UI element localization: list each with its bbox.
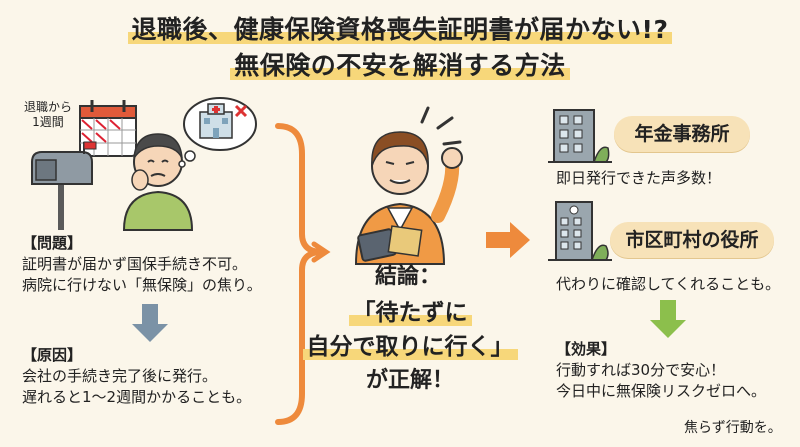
time-note: 退職から 1週間 <box>23 100 72 129</box>
page-subtitle: 無保険の不安を解消する方法 <box>0 46 800 82</box>
mailbox-icon <box>31 141 97 230</box>
building-icon <box>548 201 612 261</box>
conclusion-quote: 「待たずに 自分で取りに行く」 <box>300 296 520 364</box>
arrow-right-icon <box>486 222 530 258</box>
office2-note: 代わりに確認してくれることも。 <box>556 275 781 293</box>
page-title: 退職後、健康保険資格喪失証明書が届かない!? <box>0 10 800 46</box>
building-icon <box>548 109 612 163</box>
arrow-down-icon <box>132 304 168 342</box>
effect-label: 【効果】 <box>556 340 617 358</box>
footer-note: 焦らず行動を。 <box>684 420 782 436</box>
confident-woman-icon <box>354 106 463 265</box>
conclusion-label: 結論： <box>374 264 441 289</box>
bracket-shape <box>275 123 331 425</box>
problem-label: 【問題】 <box>22 234 83 252</box>
conclusion-ending: が正解！ <box>365 368 454 393</box>
worried-person-icon <box>122 133 194 231</box>
office-badge-pension: 年金事務所 <box>614 116 750 152</box>
problem-text: 証明書が届かず国保手続き不可。 病院に行けない「無保険」の焦り。 <box>22 255 262 294</box>
arrow-down-icon <box>650 300 686 338</box>
effect-text: 行動すれば30分で安心！ 今日中に無保険リスクゼロへ。 <box>556 361 767 400</box>
cause-label: 【原因】 <box>22 346 83 364</box>
cause-text: 会社の手続き完了後に発行。 遅れると1～2週間かかることも。 <box>22 367 252 406</box>
office1-note: 即日発行できた声多数！ <box>556 169 722 187</box>
thought-bubble-hospital-icon <box>178 97 257 168</box>
office-badge-city-hall: 市区町村の役所 <box>610 222 774 258</box>
